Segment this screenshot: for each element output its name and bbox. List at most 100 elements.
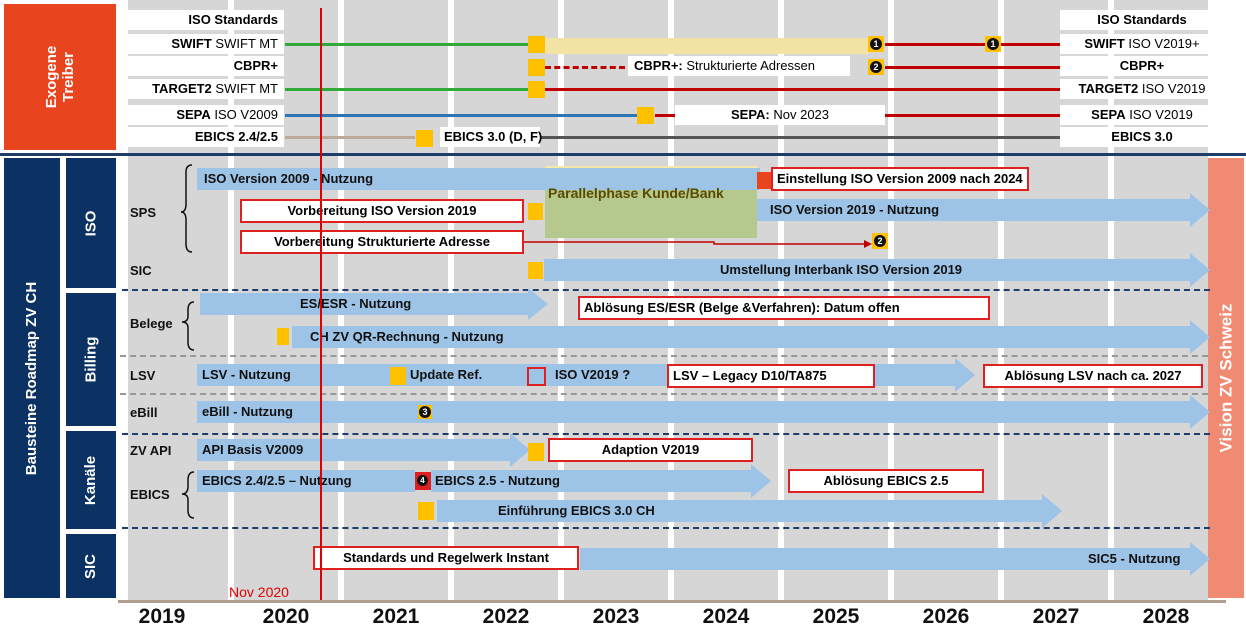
row-label-sps: SPS xyxy=(130,205,157,220)
target2-milestone xyxy=(528,81,545,98)
year-2028: 2028 xyxy=(1142,605,1190,628)
iso2019-arrowhead xyxy=(1190,193,1210,227)
today-label: Nov 2020 xyxy=(229,584,289,600)
ebics245-bar xyxy=(197,470,415,492)
esr-label: ES/ESR - Nutzung xyxy=(300,296,412,311)
sepa-milestone xyxy=(637,107,654,124)
bausteine-roadmap-label: Bausteine Roadmap ZV CH xyxy=(4,158,60,598)
year-2023: 2023 xyxy=(592,605,640,628)
group-sic-label: SIC xyxy=(66,534,116,598)
vorbereitung-iso2019: Vorbereitung ISO Version 2019 xyxy=(240,199,524,223)
driver-left-3: TARGET2 SWIFT MT xyxy=(128,79,284,99)
driver-right-2: CBPR+ xyxy=(1060,56,1224,76)
row-label-belege: Belege xyxy=(130,316,173,331)
api-basis-label: API Basis V2009 xyxy=(202,442,304,457)
iso2009-label: ISO Version 2009 - Nutzung xyxy=(204,171,374,186)
driver-left-2: CBPR+ xyxy=(128,56,284,76)
marker-2-adresse: 2 xyxy=(872,233,888,249)
abloesung-esr: Ablösung ES/ESR (Belge &Verfahren): Datu… xyxy=(578,296,990,320)
year-2021: 2021 xyxy=(372,605,420,628)
row-label-ebill: eBill xyxy=(130,405,158,420)
qr-milestone xyxy=(277,328,289,345)
ebill-arrowhead xyxy=(1190,395,1210,429)
marker-3-ebill: 3 xyxy=(418,405,432,419)
iso2019-milestone xyxy=(528,203,543,220)
row-label-ebics: EBICS xyxy=(130,487,170,502)
qr-label: CH ZV QR-Rechnung - Nutzung xyxy=(310,329,504,344)
ebics25-arrowhead xyxy=(751,464,771,498)
esr-arrowhead xyxy=(528,288,548,320)
sepa-mid-label: SEPA: Nov 2023 xyxy=(675,105,885,125)
ebill-arrow xyxy=(197,401,1191,423)
separator-billing-kanaele xyxy=(122,433,1210,435)
section-divider xyxy=(0,153,1246,156)
marker-1-swift-2: 1 xyxy=(985,36,1001,52)
umstellung-arrow xyxy=(544,259,1191,281)
driver-left-4: SEPA ISO V2009 xyxy=(128,105,284,125)
abloesung-lsv: Ablösung LSV nach ca. 2027 xyxy=(983,364,1203,388)
lsv-legacy: LSV – Legacy D10/TA875 xyxy=(667,364,875,388)
marker-2-cbpr: 2 xyxy=(868,59,884,75)
group-kanaele-label: Kanäle xyxy=(66,431,116,529)
marker-1-swift: 1 xyxy=(868,36,884,52)
driver-left-0: ISO Standards xyxy=(128,10,284,30)
einfuehrung-arrow xyxy=(437,500,1044,522)
separator-iso-billing xyxy=(122,289,1210,291)
parallelphase-label: Parallelphase Kunde/Bank xyxy=(548,185,724,201)
api-arrowhead xyxy=(510,433,530,467)
qr-arrow xyxy=(292,326,1191,348)
exogene-treiber-label: Exogene Treiber xyxy=(4,4,116,150)
lsv-nutzung-label: LSV - Nutzung xyxy=(202,367,291,382)
year-2024: 2024 xyxy=(702,605,750,628)
iso2009-end-marker xyxy=(757,172,772,189)
ebics25-arrow xyxy=(431,470,753,492)
ebics245-label: EBICS 2.4/2.5 – Nutzung xyxy=(202,473,352,488)
iso2019-label: ISO Version 2019 - Nutzung xyxy=(770,202,940,217)
einfuehrung-arrowhead xyxy=(1042,494,1062,528)
driver-right-3: TARGET2 ISO V2019 xyxy=(1060,79,1224,99)
separator-belege-lsv xyxy=(120,355,1208,357)
separator-kanaele-sic xyxy=(122,527,1210,529)
lsv-arrowhead xyxy=(955,358,975,392)
ebill-label: eBill - Nutzung xyxy=(202,404,293,419)
iso2019-arrow xyxy=(757,199,1191,221)
einfuehrung-label: Einführung EBICS 3.0 CH xyxy=(498,503,655,518)
iso-v2019-marker xyxy=(527,367,546,386)
umstellung-label: Umstellung Interbank ISO Version 2019 xyxy=(720,262,963,277)
update-ref-milestone xyxy=(390,367,406,385)
sic5-label: SIC5 - Nutzung xyxy=(1088,551,1181,566)
driver-right-5: EBICS 3.0 xyxy=(1060,127,1224,147)
ebics25-label: EBICS 2.5 - Nutzung xyxy=(435,473,560,488)
iso-v2019q-label: ISO V2019 ? xyxy=(555,367,631,382)
adresse-connector xyxy=(524,240,872,248)
qr-arrowhead xyxy=(1190,320,1210,354)
group-billing-label: Billing xyxy=(66,293,116,426)
row-label-zvapi: ZV API xyxy=(130,443,172,458)
driver-right-0: ISO Standards xyxy=(1060,10,1224,30)
year-2022: 2022 xyxy=(482,605,530,628)
row-label-lsv: LSV xyxy=(130,368,156,383)
api-arrow xyxy=(197,439,512,461)
brace-lines xyxy=(180,164,195,519)
marker-4-ebics: 4 xyxy=(415,472,431,490)
sic-umstellung-milestone xyxy=(528,262,543,279)
year-2027: 2027 xyxy=(1032,605,1080,628)
sic5-arrow xyxy=(580,548,1191,570)
esr-arrow xyxy=(200,293,530,315)
driver-left-5: EBICS 2.4/2.5 xyxy=(128,127,284,147)
adaption-v2019: Adaption V2019 xyxy=(548,438,753,462)
cbpr-milestone xyxy=(528,59,545,76)
abloesung-ebics: Ablösung EBICS 2.5 xyxy=(788,469,984,493)
einstellung-iso2009: Einstellung ISO Version 2009 nach 2024 xyxy=(771,167,1029,191)
iso2009-bar xyxy=(197,168,760,190)
cbpr-mid-label: CBPR+: Strukturierte Adressen xyxy=(628,56,850,76)
driver-left-1: SWIFT SWIFT MT xyxy=(128,34,284,54)
update-ref-label: Update Ref. xyxy=(410,367,483,382)
group-iso-label: ISO xyxy=(66,158,116,288)
year-2026: 2026 xyxy=(922,605,970,628)
standards-instant: Standards und Regelwerk Instant xyxy=(313,546,579,570)
ebics3-milestone xyxy=(418,502,434,520)
time-axis xyxy=(118,600,1226,603)
row-label-sic: SIC xyxy=(130,263,152,278)
year-2019: 2019 xyxy=(138,605,186,628)
